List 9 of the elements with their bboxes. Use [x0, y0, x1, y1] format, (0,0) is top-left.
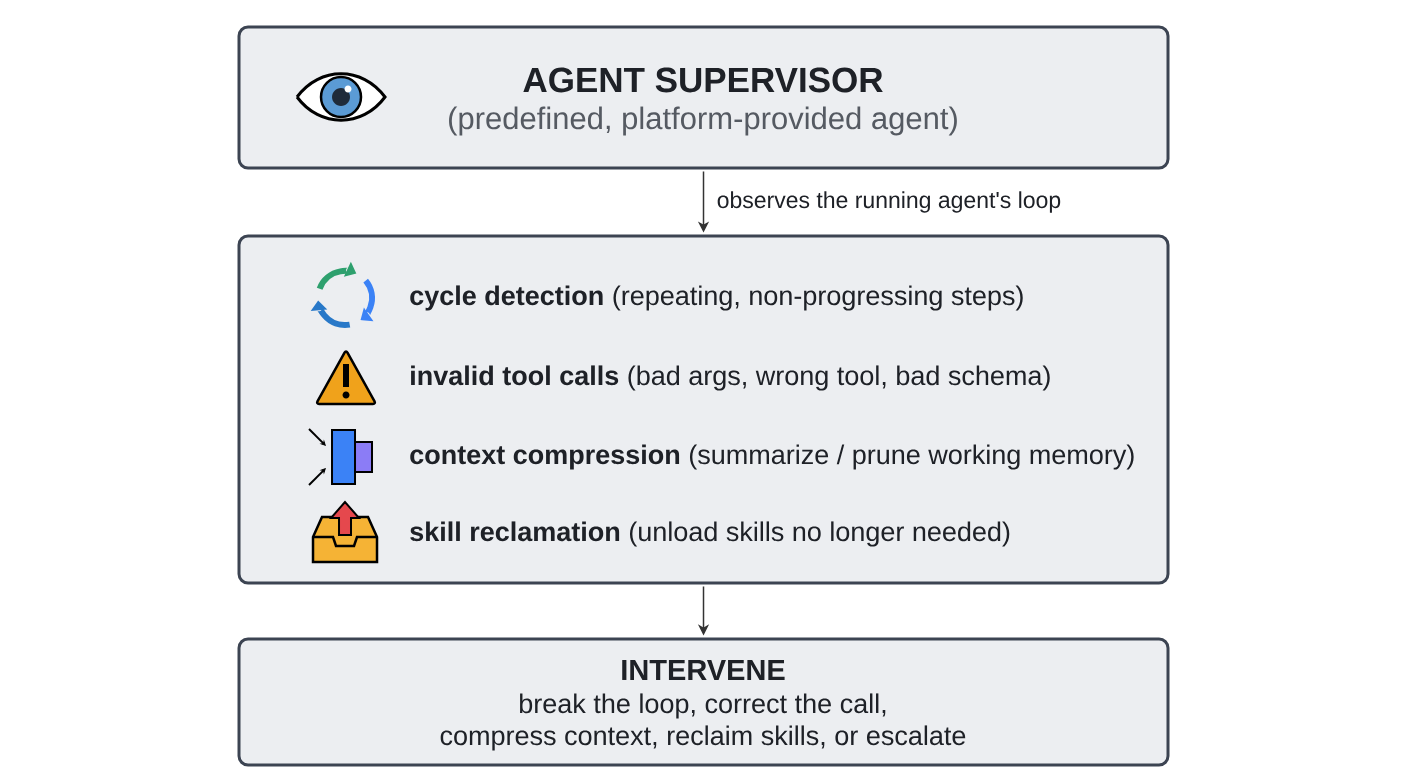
feature-text: cycle detection (repeating, non-progressing steps) — [410, 285, 1023, 311]
subtitle-text: (predefined, platform-provided agent) — [449, 106, 957, 136]
feature-text: skill reclamation (unload skills no longer needed) — [410, 521, 1010, 547]
edge-label: observes the running agent's loop — [717, 191, 1061, 213]
feature-text: invalid tool calls (bad args, wrong tool, bad schema) — [411, 365, 1050, 391]
body-text: break the loop, correct the call, compress context, reclaim skills, or escalate — [440, 693, 966, 751]
title-text: INTERVENE — [622, 660, 785, 680]
feature-text: context compression (summarize / prune working memory) — [410, 444, 1134, 470]
title-text: AGENT SUPERVISOR — [523, 67, 883, 93]
